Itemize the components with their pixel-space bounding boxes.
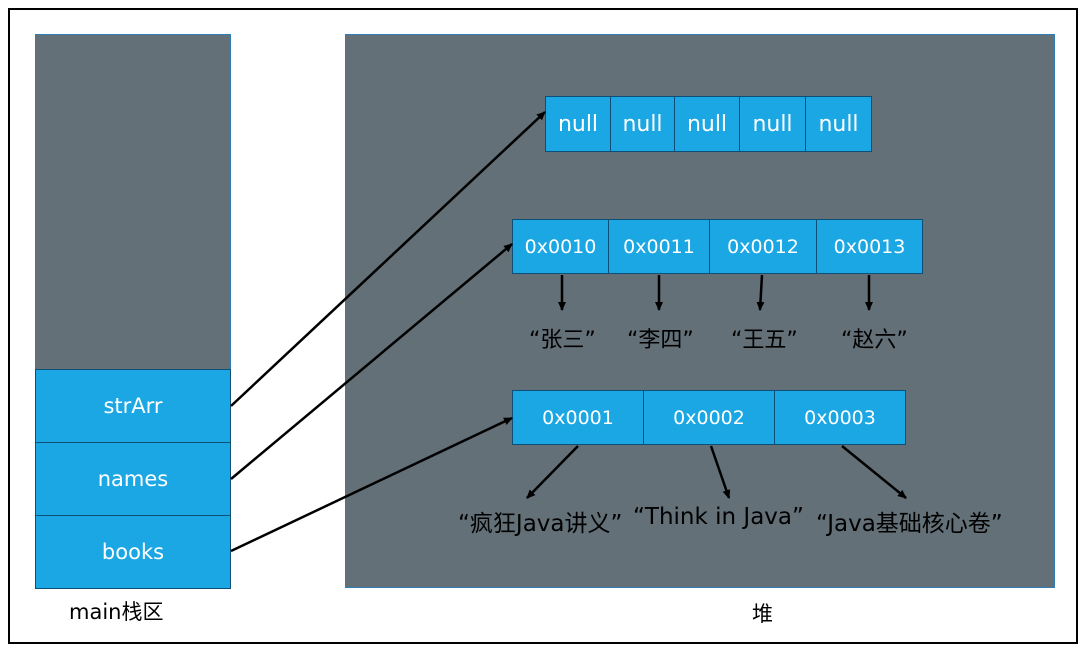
null-array-cell: null xyxy=(805,96,872,152)
null-array-cell: null xyxy=(739,96,806,152)
arrow-0x0002 xyxy=(709,445,731,499)
arrow-0x0001 xyxy=(526,445,579,499)
name-string: “李四” xyxy=(627,328,694,353)
name-string: “赵六” xyxy=(841,328,908,353)
null-array-cell: null xyxy=(545,96,611,152)
books-array-cell: 0x0003 xyxy=(774,390,906,445)
book-string: “Think in Java” xyxy=(633,504,804,530)
null-array-cell: null xyxy=(674,96,740,152)
arrow-strarr-to-null-array xyxy=(230,111,546,407)
name-string: “王五” xyxy=(731,328,798,353)
book-string: “疯狂Java讲义” xyxy=(458,511,623,537)
arrow-0x0012 xyxy=(756,274,765,311)
books-array-cell: 0x0001 xyxy=(512,390,644,445)
stack-var-names: names xyxy=(35,442,231,516)
stack-label: main栈区 xyxy=(69,600,164,624)
null-array-cell: null xyxy=(610,96,675,152)
names-array-cell: 0x0012 xyxy=(709,219,817,274)
name-string: “张三” xyxy=(529,328,596,353)
names-array-cell: 0x0011 xyxy=(608,219,710,274)
book-string: “Java基础核心卷” xyxy=(816,511,1003,537)
names-array-cell: 0x0013 xyxy=(816,219,923,274)
arrow-books-to-books-array xyxy=(230,416,513,553)
diagram-frame xyxy=(8,8,1078,644)
books-array-cell: 0x0002 xyxy=(643,390,775,445)
arrow-names-to-names-array xyxy=(230,243,513,480)
stack-var-books: books xyxy=(35,515,231,589)
heap-label: 堆 xyxy=(752,602,773,626)
arrow-0x0003 xyxy=(841,445,907,499)
